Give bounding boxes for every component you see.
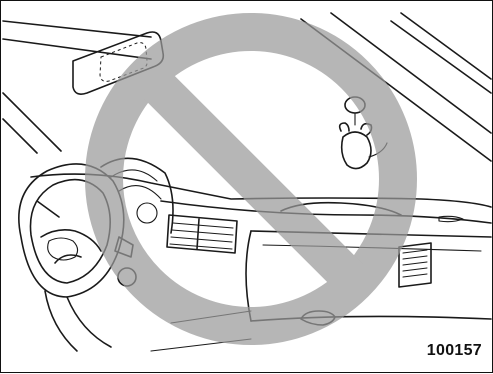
figure-code: 100157 (427, 342, 482, 360)
side-air-vent (399, 243, 431, 287)
prohibition-sign-icon (104, 32, 398, 326)
center-air-vent (167, 215, 237, 253)
